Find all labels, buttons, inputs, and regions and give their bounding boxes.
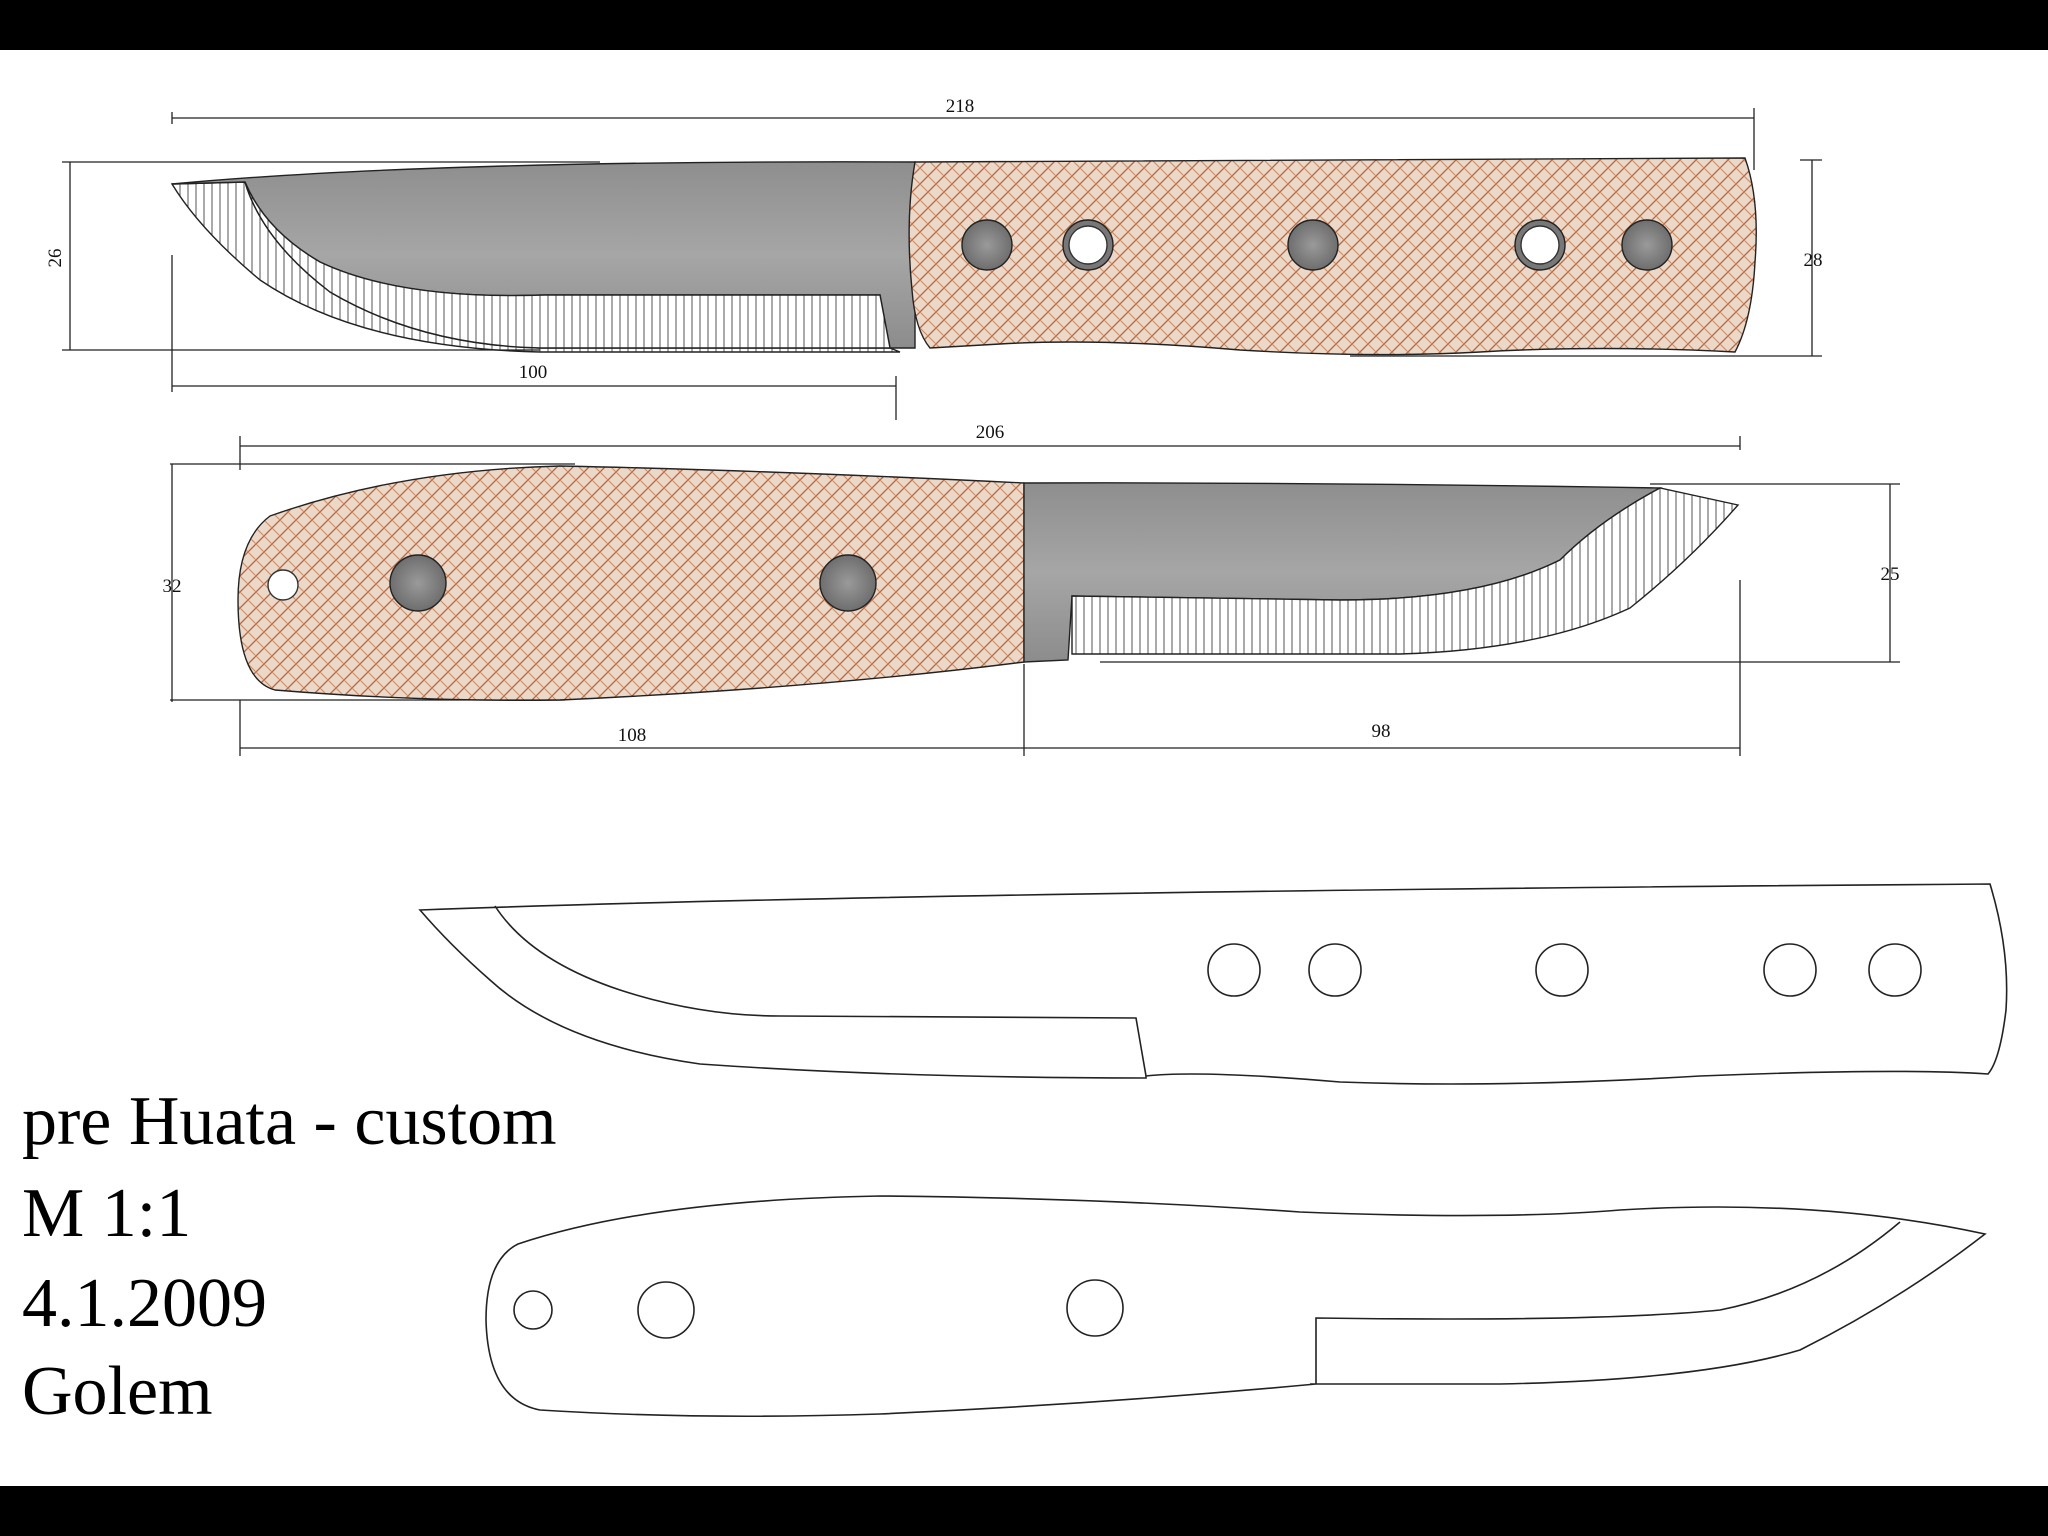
- template-hole-1e: [1868, 943, 1922, 997]
- dim-blade-2: 98: [1372, 721, 1391, 742]
- bolt-1c: [1287, 219, 1339, 271]
- bolt-2a: [389, 554, 447, 612]
- lanyard-hole-1b: [1068, 225, 1108, 265]
- dim-overall-1: 218: [946, 96, 975, 117]
- template-hole-2c: [1066, 1279, 1124, 1337]
- knife-view-1: [170, 157, 1757, 356]
- dimensions-view-1: [62, 108, 1822, 420]
- template-outline-1: [418, 883, 2008, 1085]
- knife-view-2: [237, 465, 1740, 701]
- title-line-4: Golem: [22, 1353, 213, 1430]
- bolt-1e: [1621, 219, 1673, 271]
- title-line-2: M 1:1: [22, 1175, 191, 1252]
- template-hole-1d: [1763, 943, 1817, 997]
- dimensions-view-2: [170, 436, 1900, 756]
- dim-blade-1: 100: [519, 362, 548, 383]
- title-block: pre Huata - custom M 1:1 4.1.2009 Golem: [22, 1083, 557, 1430]
- blade-2-edge: [1071, 487, 1740, 655]
- template-hole-1c: [1535, 943, 1589, 997]
- dim-handle-2: 108: [618, 725, 647, 746]
- dim-handle-height-2: 32: [163, 576, 182, 597]
- blade-1-bevel: [244, 181, 891, 349]
- title-line-1: pre Huata - custom: [22, 1083, 557, 1160]
- lanyard-hole-1d: [1520, 225, 1560, 265]
- dim-blade-height-1: 26: [45, 249, 66, 268]
- template-hole-1b: [1308, 943, 1362, 997]
- template-hole-2a: [513, 1290, 553, 1330]
- bolt-2b: [819, 554, 877, 612]
- handle-2: [237, 465, 1025, 701]
- title-line-3: 4.1.2009: [22, 1265, 267, 1342]
- template-outline-2: [485, 1195, 1987, 1418]
- dim-blade-height-2: 25: [1881, 564, 1900, 585]
- lanyard-hole-2: [267, 569, 299, 601]
- bolt-1a: [961, 219, 1013, 271]
- template-hole-2b: [637, 1281, 695, 1339]
- dim-handle-height-1: 28: [1804, 250, 1823, 271]
- dim-overall-2: 206: [976, 422, 1005, 443]
- template-hole-1a: [1207, 943, 1261, 997]
